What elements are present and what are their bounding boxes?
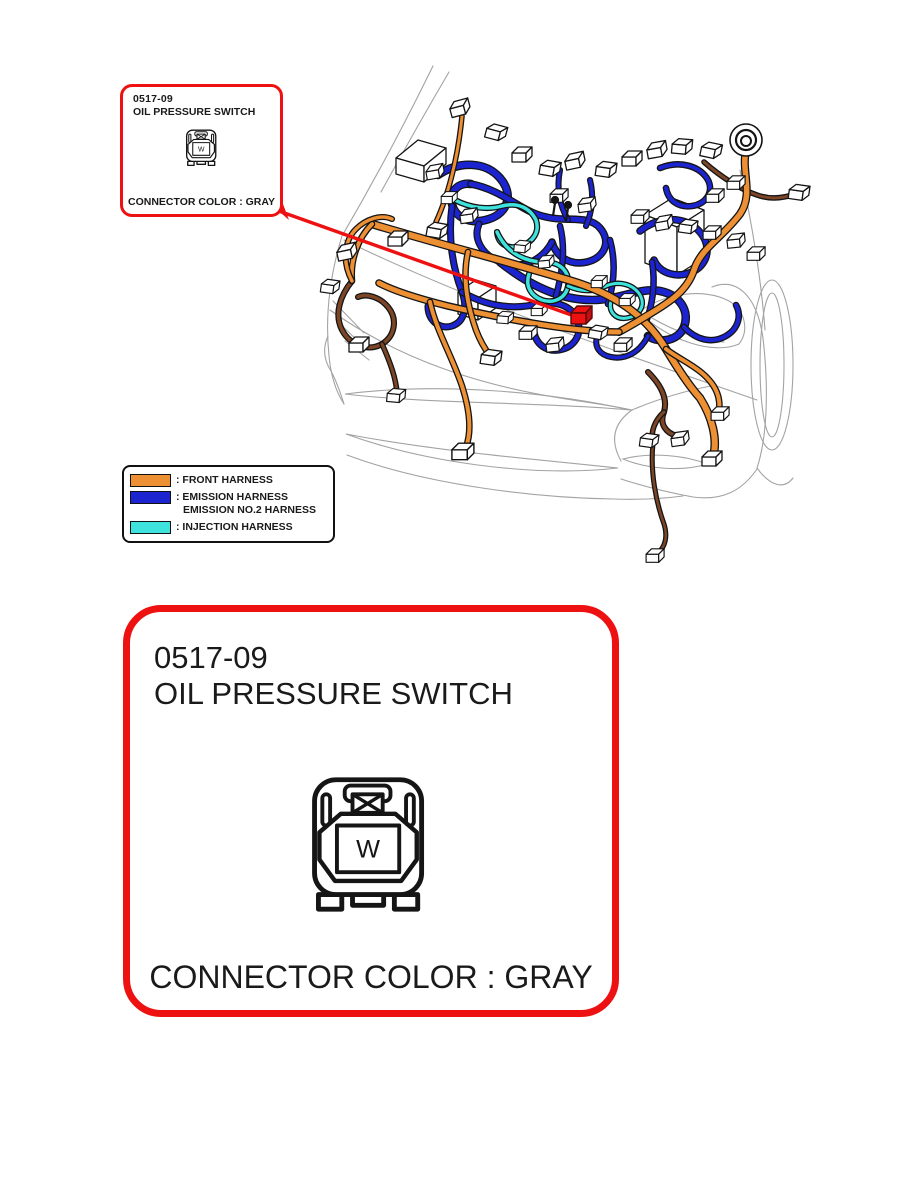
harness-connector-box: [670, 137, 694, 156]
harness-connector-box: [710, 406, 730, 421]
harness-connector-box: [511, 146, 533, 163]
legend-row-injection: : INJECTION HARNESS: [130, 521, 327, 534]
harness-connector-box: [705, 188, 725, 203]
grommet-icon: [729, 123, 763, 157]
front-harness-path: [343, 215, 394, 283]
harness-connector-box: [621, 150, 643, 167]
harness-connector-box: [725, 232, 747, 249]
harness-connector-box: [447, 97, 473, 119]
harness-connector-box: [699, 140, 724, 161]
front-harness-paths: [342, 113, 751, 462]
harness-connector-box: [562, 150, 587, 171]
injection-harness-swatch: [130, 521, 171, 534]
detail-color-note: CONNECTOR COLOR : GRAY: [149, 959, 593, 995]
harness-connector-box: [425, 220, 449, 241]
oil-pressure-switch-callout: 0517-09 OIL PRESSURE SWITCH W CONNECTOR …: [120, 84, 283, 217]
detail-code: 0517-09: [154, 640, 268, 675]
harness-connector-box: [645, 548, 665, 563]
harness-connector-box: [513, 239, 532, 254]
harness-connector-box: [587, 323, 609, 342]
harness-connector-box: [483, 121, 509, 143]
harness-connector-box: [726, 175, 746, 190]
emission-harness-path: [554, 224, 565, 298]
harness-connector-box: [630, 209, 650, 224]
oil-pressure-switch-detail-panel: 0517-09 OIL PRESSURE SWITCH W CONNECTOR …: [123, 605, 619, 1017]
harness-location-diagram: [267, 65, 811, 563]
front-harness-path: [616, 147, 750, 335]
leader-line: [275, 208, 578, 319]
bolt-pin-icons: [550, 195, 573, 222]
harness-connector-box: [440, 191, 458, 205]
harness-connector-box: [702, 225, 722, 240]
legend-label: : FRONT HARNESS: [176, 474, 273, 486]
harness-connector-box: [348, 336, 370, 353]
front-harness-path: [434, 114, 464, 224]
harness-connector-box: [387, 230, 409, 247]
emission-harness-swatch: [130, 491, 171, 504]
connector-cavity-label: W: [356, 836, 380, 864]
callout-title: OIL PRESSURE SWITCH: [133, 106, 256, 118]
legend-label: : INJECTION HARNESS: [176, 521, 293, 533]
harness-connector-box: [618, 293, 636, 307]
harness-connector-box: [638, 431, 660, 449]
harness-legend: : FRONT HARNESS : EMISSION HARNESS EMISS…: [122, 465, 335, 543]
harness-connector-box: [701, 450, 723, 467]
harness-connector-box: [319, 277, 341, 295]
legend-row-front: : FRONT HARNESS: [130, 474, 327, 487]
harness-connector-box: [594, 159, 618, 179]
target-connector-marker: [570, 305, 593, 325]
harness-connector-box: [451, 442, 475, 461]
harness-connector-box: [746, 246, 766, 261]
front-harness-swatch: [130, 474, 171, 487]
harness-connector-box: [787, 182, 811, 202]
harness-connector-box: [613, 337, 633, 352]
harness-layer: [335, 113, 798, 556]
emission-harness-path: [682, 303, 741, 343]
harness-connector-box: [518, 325, 538, 340]
harness-connector-box: [645, 139, 669, 160]
oil-pressure-switch-connector-icon: W: [185, 129, 216, 167]
emission-harness-path: [594, 334, 650, 360]
front-harness-path: [376, 280, 622, 335]
front-harness-path: [664, 347, 722, 413]
legend-label: : EMISSION HARNESS: [176, 491, 289, 503]
harness-connector-box: [590, 275, 608, 289]
connector-cavity-label: W: [197, 146, 204, 153]
callout-code: 0517-09: [133, 93, 173, 105]
detail-title: OIL PRESSURE SWITCH: [154, 676, 513, 711]
callout-color-note: CONNECTOR COLOR : GRAY: [127, 196, 275, 208]
oil-pressure-switch-connector-drawing: W: [312, 777, 425, 912]
accessory-harness-path: [650, 441, 667, 555]
accessory-harness-path: [702, 160, 797, 200]
front-harness-path: [428, 300, 472, 449]
legend-label: EMISSION NO.2 HARNESS: [183, 504, 317, 516]
legend-row-emission: : EMISSION HARNESS EMISSION NO.2 HARNESS: [130, 491, 327, 517]
